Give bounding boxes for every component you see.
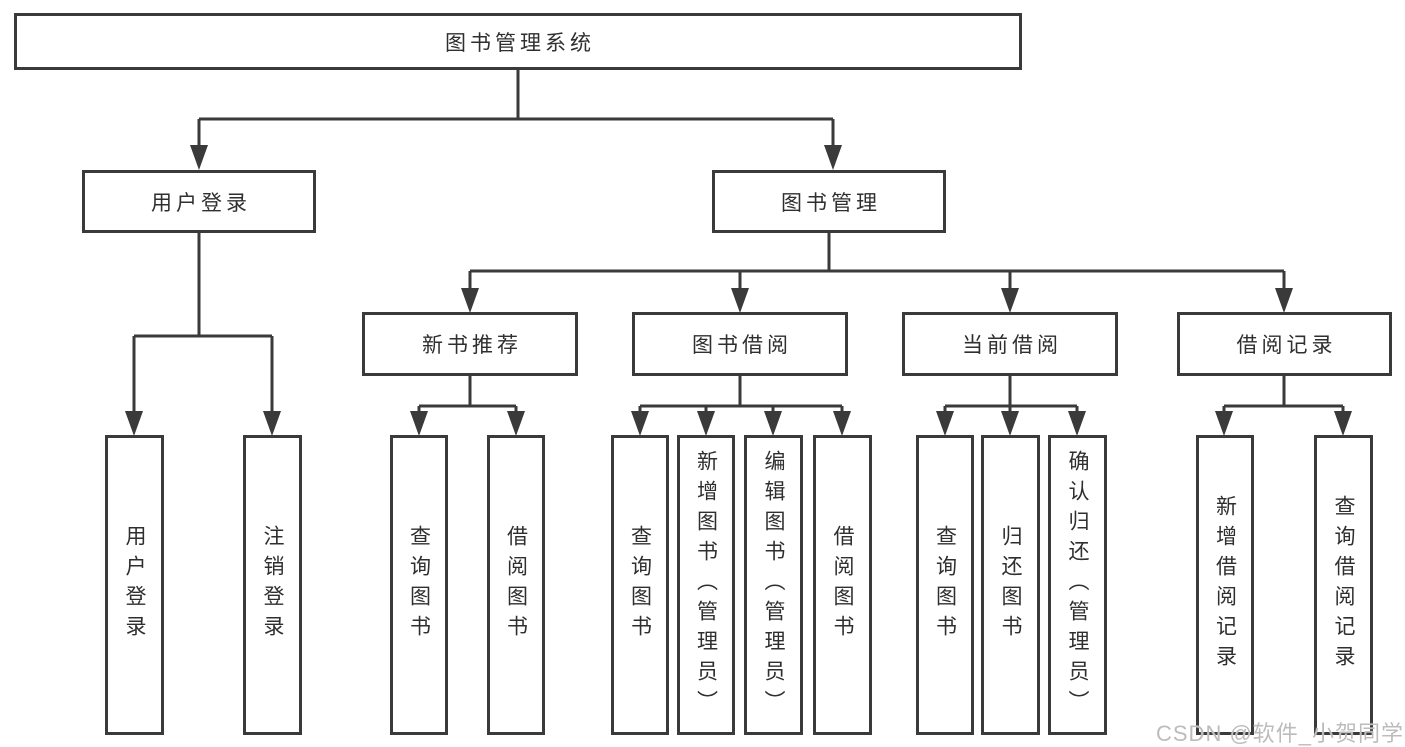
node-book-borrowing: 图书借阅 xyxy=(632,312,848,376)
node-query-books-current-label: 查询图书 xyxy=(933,525,957,645)
node-logout-action-label: 注销登录 xyxy=(261,525,284,645)
node-query-books-recommend-label: 查询图书 xyxy=(407,525,431,645)
node-root-label: 图书管理系统 xyxy=(445,31,595,55)
node-query-borrow-record-label: 查询借阅记录 xyxy=(1332,495,1355,675)
node-borrow-book: 借阅图书 xyxy=(813,435,872,735)
node-edit-book-admin-label: 编辑图书（管理员） xyxy=(762,450,785,720)
node-user-login: 用户登录 xyxy=(82,170,316,233)
node-confirm-return-admin: 确认归还（管理员） xyxy=(1048,435,1107,735)
node-new-book-recommendation: 新书推荐 xyxy=(362,312,578,376)
node-add-book-admin-label: 新增图书（管理员） xyxy=(694,450,718,720)
node-current-borrowing: 当前借阅 xyxy=(902,312,1118,376)
node-return-book-label: 归还图书 xyxy=(999,525,1022,645)
node-current-borrowing-label: 当前借阅 xyxy=(962,334,1062,357)
node-logout-action: 注销登录 xyxy=(243,435,302,735)
node-new-book-recommendation-label: 新书推荐 xyxy=(422,334,522,357)
node-borrow-books-recommend: 借阅图书 xyxy=(487,435,545,735)
node-user-login-action-label: 用户登录 xyxy=(123,525,146,645)
node-confirm-return-admin-label: 确认归还（管理员） xyxy=(1066,450,1089,720)
node-query-books-borrow-label: 查询图书 xyxy=(628,525,652,645)
node-query-books-recommend: 查询图书 xyxy=(390,435,448,735)
node-return-book: 归还图书 xyxy=(981,435,1040,735)
node-user-login-action: 用户登录 xyxy=(105,435,164,735)
node-borrow-book-label: 借阅图书 xyxy=(831,525,854,645)
node-query-borrow-record: 查询借阅记录 xyxy=(1314,435,1373,735)
node-query-books-borrow: 查询图书 xyxy=(611,435,669,735)
node-book-borrowing-label: 图书借阅 xyxy=(692,334,792,357)
node-add-book-admin: 新增图书（管理员） xyxy=(677,435,735,735)
watermark: CSDN @软件_小贺同学 xyxy=(1156,721,1405,746)
node-book-management: 图书管理 xyxy=(712,170,946,233)
node-root: 图书管理系统 xyxy=(14,13,1022,70)
node-query-books-current: 查询图书 xyxy=(916,435,974,735)
node-borrow-records-label: 借阅记录 xyxy=(1236,334,1337,357)
node-borrow-records: 借阅记录 xyxy=(1177,312,1392,376)
node-add-borrow-record-label: 新增借阅记录 xyxy=(1213,495,1237,675)
node-book-management-label: 图书管理 xyxy=(781,191,881,215)
node-user-login-label: 用户登录 xyxy=(151,191,251,215)
node-borrow-books-recommend-label: 借阅图书 xyxy=(504,525,528,645)
node-add-borrow-record: 新增借阅记录 xyxy=(1196,435,1254,735)
node-edit-book-admin: 编辑图书（管理员） xyxy=(744,435,803,735)
